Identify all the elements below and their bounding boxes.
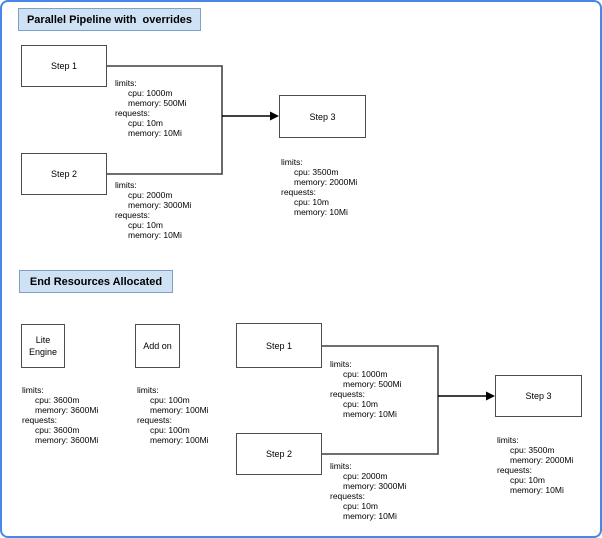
res-line: memory: 2000Mi — [294, 177, 358, 187]
res-line: cpu: 10m — [510, 475, 545, 485]
res-line: memory: 10Mi — [128, 230, 182, 240]
node-bottom-step2: Step 2 — [236, 433, 322, 475]
res-line: memory: 100Mi — [150, 405, 209, 415]
res-line: cpu: 100m — [150, 425, 190, 435]
res-line: requests: — [115, 210, 150, 220]
node-top-step3: Step 3 — [279, 95, 366, 138]
res-line: requests: — [497, 465, 532, 475]
node-label: Add on — [143, 341, 172, 351]
resources-bottom-step1: limits: cpu: 1000m memory: 500Mi request… — [330, 359, 402, 419]
res-line: memory: 10Mi — [294, 207, 348, 217]
res-line: requests: — [137, 415, 172, 425]
section-title-text: End Resources Allocated — [29, 275, 163, 288]
resources-add-on: limits: cpu: 100m memory: 100Mi requests… — [137, 385, 209, 445]
res-line: cpu: 3500m — [510, 445, 555, 455]
res-line: limits: — [115, 78, 137, 88]
node-label: Step 3 — [525, 391, 552, 401]
res-line: memory: 10Mi — [510, 485, 564, 495]
res-line: cpu: 1000m — [343, 369, 388, 379]
res-line: memory: 500Mi — [343, 379, 402, 389]
res-line: limits: — [115, 180, 137, 190]
section-title-text: Parallel Pipeline with overrides — [26, 13, 193, 26]
res-line: limits: — [137, 385, 159, 395]
node-bottom-step3: Step 3 — [495, 375, 582, 417]
res-line: limits: — [330, 461, 352, 471]
res-line: requests: — [22, 415, 57, 425]
res-line: limits: — [22, 385, 44, 395]
res-line: memory: 3600Mi — [35, 405, 99, 415]
node-label: Step 1 — [265, 340, 293, 351]
section-title-parallel-pipeline: Parallel Pipeline with overrides — [18, 8, 201, 31]
resources-top-step1: limits: cpu: 1000m memory: 500Mi request… — [115, 78, 187, 138]
res-line: cpu: 10m — [294, 197, 329, 207]
res-line: requests: — [330, 491, 365, 501]
node-add-on: Add on — [135, 324, 180, 368]
node-top-step1: Step 1 — [21, 45, 107, 87]
res-line: limits: — [330, 359, 352, 369]
res-line: cpu: 10m — [128, 220, 163, 230]
res-line: memory: 100Mi — [150, 435, 209, 445]
res-line: memory: 10Mi — [128, 128, 182, 138]
section-title-end-resources: End Resources Allocated — [19, 270, 173, 293]
res-line: cpu: 2000m — [343, 471, 388, 481]
node-top-step2: Step 2 — [21, 153, 107, 195]
res-line: memory: 2000Mi — [510, 455, 574, 465]
res-line: requests: — [115, 108, 150, 118]
resources-top-step2: limits: cpu: 2000m memory: 3000Mi reques… — [115, 180, 191, 240]
res-line: memory: 3600Mi — [35, 435, 99, 445]
res-line: cpu: 3500m — [294, 167, 339, 177]
res-line: memory: 500Mi — [128, 98, 187, 108]
res-line: cpu: 100m — [150, 395, 190, 405]
node-lite-engine: Lite Engine — [21, 324, 65, 368]
node-label: Step 2 — [265, 449, 293, 459]
res-line: memory: 10Mi — [343, 409, 397, 419]
bottom-arrowhead-icon — [486, 391, 495, 401]
res-line: cpu: 10m — [343, 501, 378, 511]
node-label: Step 2 — [50, 169, 78, 179]
res-line: cpu: 3600m — [35, 395, 80, 405]
res-line: cpu: 10m — [343, 399, 378, 409]
node-label-line1: Lite — [35, 335, 51, 345]
node-label-line2: Engine — [28, 347, 58, 357]
node-bottom-step1: Step 1 — [236, 323, 322, 368]
node-label: Step 1 — [50, 61, 78, 71]
node-label: Step 3 — [309, 111, 336, 122]
res-line: memory: 10Mi — [343, 511, 397, 521]
res-line: requests: — [330, 389, 365, 399]
resources-top-step3: limits: cpu: 3500m memory: 2000Mi reques… — [281, 157, 357, 217]
res-line: cpu: 10m — [128, 118, 163, 128]
res-line: requests: — [281, 187, 316, 197]
res-line: cpu: 2000m — [128, 190, 173, 200]
res-line: cpu: 1000m — [128, 88, 173, 98]
res-line: limits: — [497, 435, 519, 445]
top-arrowhead-icon — [270, 111, 279, 121]
resources-bottom-step3: limits: cpu: 3500m memory: 2000Mi reques… — [497, 435, 573, 495]
res-line: memory: 3000Mi — [343, 481, 407, 491]
resources-lite-engine: limits: cpu: 3600m memory: 3600Mi reques… — [22, 385, 98, 445]
resources-bottom-step2: limits: cpu: 2000m memory: 3000Mi reques… — [330, 461, 406, 521]
res-line: cpu: 3600m — [35, 425, 80, 435]
res-line: memory: 3000Mi — [128, 200, 192, 210]
res-line: limits: — [281, 157, 303, 167]
